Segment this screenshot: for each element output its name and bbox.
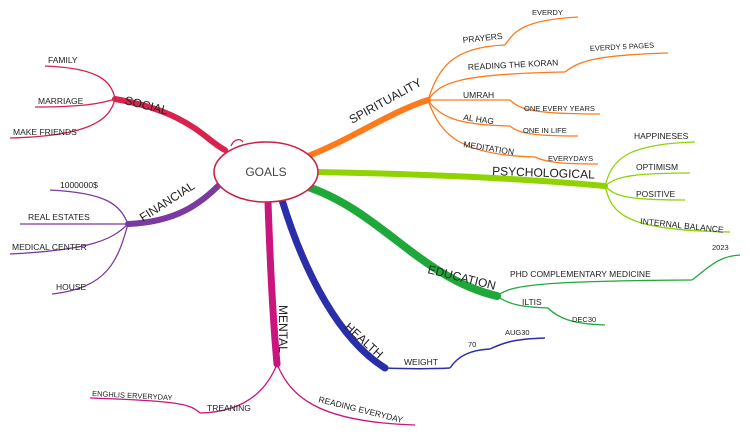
spirit-link-prayers bbox=[427, 44, 506, 101]
financial-link-medical-center bbox=[9, 223, 129, 255]
financial-item-money: 1000000$ bbox=[60, 180, 98, 190]
center-node: GOALS bbox=[213, 139, 319, 203]
branch-label-social: SOCIAL bbox=[123, 93, 169, 117]
edu-detail-phd: 2023 bbox=[712, 243, 729, 252]
branch-psychological-trunk bbox=[315, 169, 608, 189]
center-node-flourish bbox=[230, 139, 244, 147]
spirit-detail-umrah: ONE EVERY YEARS bbox=[524, 104, 595, 113]
center-node-label: GOALS bbox=[245, 165, 286, 179]
branch-label-education: EDUCATION bbox=[426, 262, 497, 292]
psych-item-positive: POSITIVE bbox=[636, 189, 676, 199]
social-item-make-friends: MAKE FRIENDS bbox=[13, 127, 77, 137]
branch-spirituality-trunk bbox=[305, 97, 431, 159]
psych-link-balance bbox=[604, 185, 731, 233]
health-link-weight-value bbox=[449, 348, 491, 369]
social-link-family bbox=[44, 65, 116, 100]
spirit-detail-meditation: EVERYDAYS bbox=[548, 154, 593, 163]
social-link-friends bbox=[9, 98, 116, 139]
health-item-weight: WEIGHT bbox=[404, 357, 438, 367]
psych-link-optimism bbox=[604, 172, 691, 187]
edu-item-iltis: ILTIS bbox=[522, 297, 542, 307]
psych-link-happineses bbox=[604, 141, 696, 187]
spirit-link-umrah-detail bbox=[509, 99, 601, 115]
spirit-link-prayers-detail bbox=[504, 16, 579, 46]
social-link-marriage bbox=[34, 98, 116, 108]
psych-item-internal-balance: INTERNAL BALANCE bbox=[640, 216, 725, 235]
spirit-item-umrah: UMRAH bbox=[463, 90, 494, 100]
financial-item-house: HOUSE bbox=[56, 282, 87, 292]
spirit-link-meditation bbox=[427, 99, 536, 158]
branch-psychological: PSYCHOLOGICAL HAPPINESES OPTIMISM POSITI… bbox=[315, 131, 731, 235]
mental-link-english bbox=[89, 397, 201, 414]
financial-item-real-estates: REAL ESTATES bbox=[28, 212, 90, 222]
health-link-weight bbox=[384, 367, 451, 370]
edu-item-phd: PHD COMPLEMENTARY MEDICINE bbox=[510, 269, 651, 279]
branch-spirituality: SPIRITUALITY PRAYERS EVERDY READING THE … bbox=[305, 8, 669, 165]
branch-mental-trunk bbox=[264, 198, 281, 368]
spirit-link-meditation-detail bbox=[534, 156, 599, 165]
branch-label-psychological: PSYCHOLOGICAL bbox=[492, 164, 595, 182]
edu-detail-iltis: DEC30 bbox=[572, 315, 596, 324]
mental-link-reading bbox=[276, 363, 416, 426]
branch-label-mental: MENTAL bbox=[276, 305, 290, 353]
spirit-link-koran-detail bbox=[564, 52, 669, 73]
health-value-weight: 70 bbox=[468, 340, 476, 349]
branch-mental: MENTAL ENGHLIS ERVERYDAY TREANING READIN… bbox=[89, 198, 416, 426]
spirit-link-alhag-detail bbox=[509, 125, 579, 137]
social-item-family: FAMILY bbox=[48, 55, 78, 65]
spirit-detail-koran: EVERDY 5 PAGES bbox=[590, 41, 655, 53]
psych-item-happineses: HAPPINESES bbox=[634, 131, 689, 141]
spirit-detail-alhag: ONE IN LIFE bbox=[523, 126, 567, 135]
mental-item-treaning: TREANING bbox=[207, 403, 251, 413]
edu-link-iltis bbox=[496, 295, 549, 309]
spirit-link-alhag bbox=[427, 99, 511, 127]
edu-link-phd-detail bbox=[691, 254, 741, 281]
psych-link-positive bbox=[604, 185, 686, 201]
center-node-shape bbox=[213, 141, 319, 203]
spirit-link-koran bbox=[427, 71, 566, 101]
health-link-weight-detail bbox=[489, 337, 546, 350]
branch-financial: FINANCIAL 1000000$ REAL ESTATES MEDICAL … bbox=[9, 178, 225, 295]
spirit-item-prayers: PRAYERS bbox=[462, 31, 503, 45]
spirit-detail-prayers: EVERDY bbox=[532, 8, 563, 17]
psych-item-optimism: OPTIMISM bbox=[636, 162, 678, 172]
spirit-item-koran: READING THE KORAN bbox=[468, 57, 559, 72]
financial-link-money bbox=[49, 189, 129, 225]
branch-financial-trunk bbox=[125, 179, 225, 227]
spirit-item-alhag: AL HAG bbox=[463, 112, 495, 126]
branch-social-trunk bbox=[112, 96, 228, 153]
edu-link-iltis-detail bbox=[547, 307, 606, 326]
health-detail-weight: AUG30 bbox=[505, 328, 530, 337]
mental-link-treaning bbox=[199, 363, 278, 414]
spirit-item-meditation: MEDITATION bbox=[463, 139, 515, 157]
branch-education: EDUCATION PHD COMPLEMENTARY MEDICINE 202… bbox=[301, 182, 741, 326]
financial-link-house bbox=[51, 223, 129, 295]
branch-health: HEALTH WEIGHT 70 AUG30 bbox=[278, 196, 546, 372]
social-item-marriage: MARRIAGE bbox=[38, 96, 84, 106]
financial-item-medical-center: MEDICAL CENTER bbox=[12, 242, 87, 252]
edu-link-phd bbox=[496, 279, 693, 297]
mental-item-english: ENGHLIS ERVERYDAY bbox=[92, 389, 173, 402]
branch-education-trunk bbox=[301, 182, 501, 300]
branch-health-trunk bbox=[278, 196, 389, 372]
branch-social: SOCIAL FAMILY MARRIAGE MAKE FRIENDS bbox=[9, 55, 228, 153]
